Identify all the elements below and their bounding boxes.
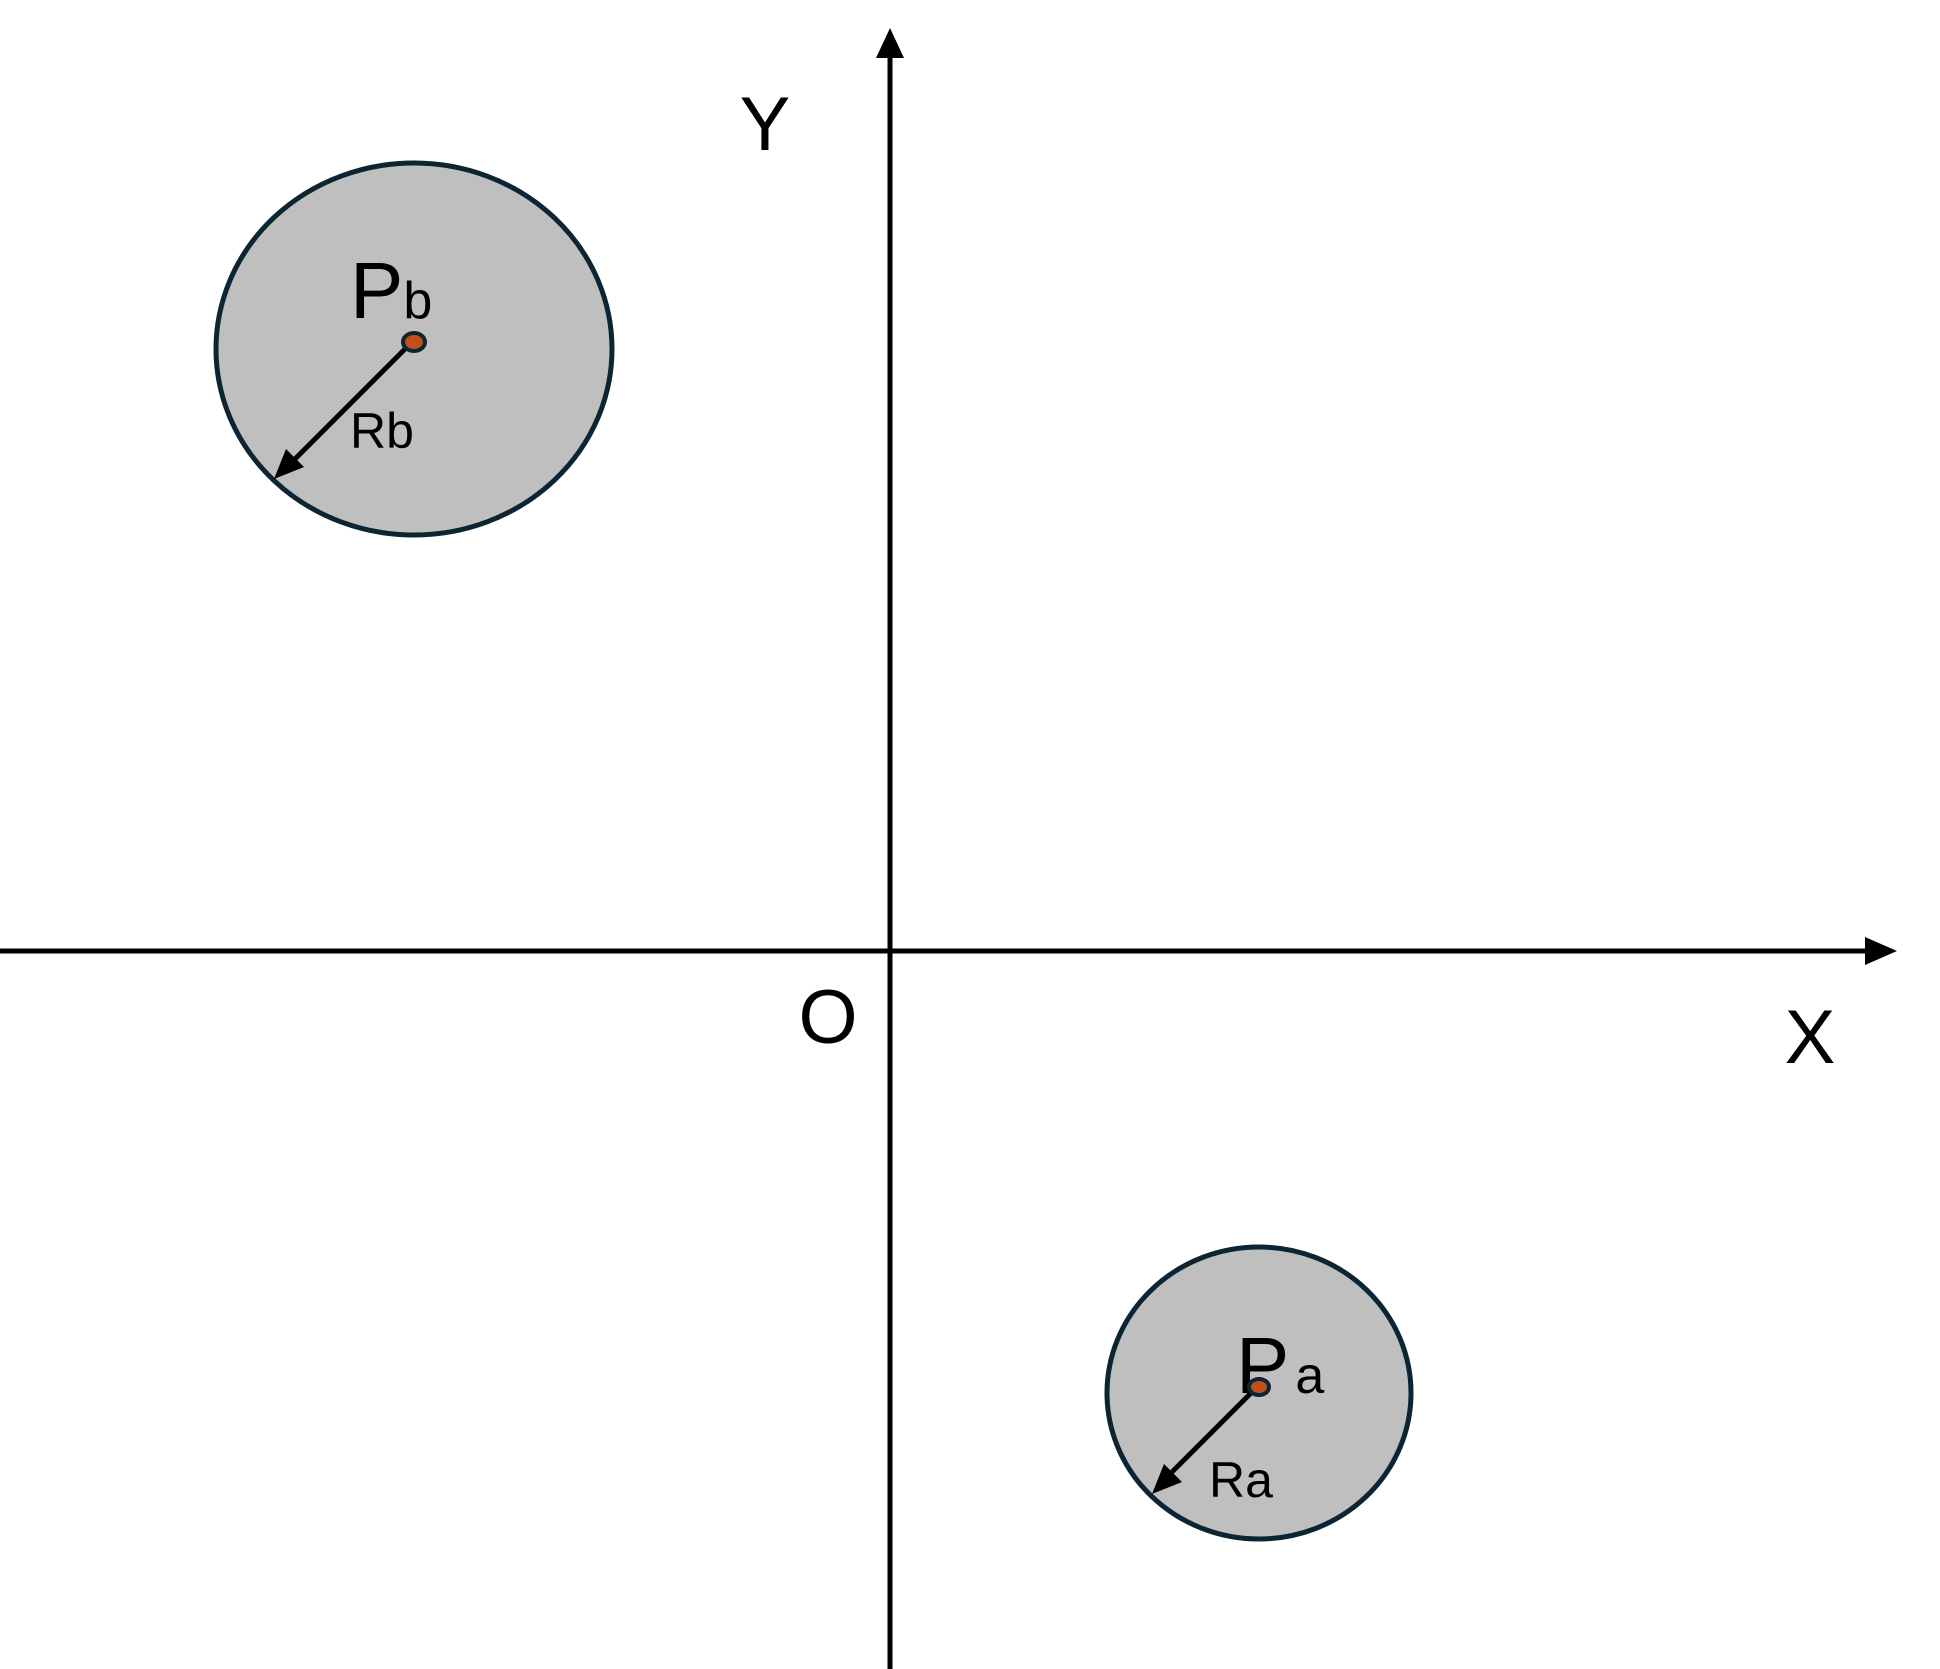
circle-a-center-sub: a — [1295, 1347, 1324, 1405]
circle-b-radius-line — [291, 346, 408, 463]
circle-b-radius-letter: R — [350, 403, 386, 459]
circle-b-radius-label: Rb — [350, 403, 414, 459]
x-axis-label: X — [1785, 995, 1836, 1080]
circle-a-center-point — [1247, 1377, 1271, 1397]
circle-b-center-sub: b — [403, 272, 432, 330]
x-axis-arrowhead — [1865, 937, 1897, 965]
circle-a-radius-arrowhead — [1152, 1464, 1182, 1494]
circle-a-radius-line — [1170, 1389, 1255, 1474]
x-axis — [0, 937, 1897, 965]
origin-label: O — [798, 975, 857, 1060]
circle-a-radius-sub: a — [1245, 1452, 1273, 1508]
circle-a-radius-letter: R — [1209, 1452, 1245, 1508]
circle-b-center-label: Pb — [350, 246, 432, 335]
circle-b-radius-arrowhead — [274, 449, 304, 479]
circle-a-center-letter: P — [1236, 1321, 1289, 1410]
circle-b-center-point — [401, 331, 427, 353]
y-axis-label: Y — [740, 82, 791, 167]
circle-b: Pb Rb — [213, 160, 615, 538]
circle-b-radius-sub: b — [386, 403, 414, 459]
circle-a-radius-label: Ra — [1209, 1452, 1273, 1508]
circle-b-center-letter: P — [350, 246, 403, 335]
y-axis — [876, 28, 904, 1669]
y-axis-arrowhead — [876, 28, 904, 58]
